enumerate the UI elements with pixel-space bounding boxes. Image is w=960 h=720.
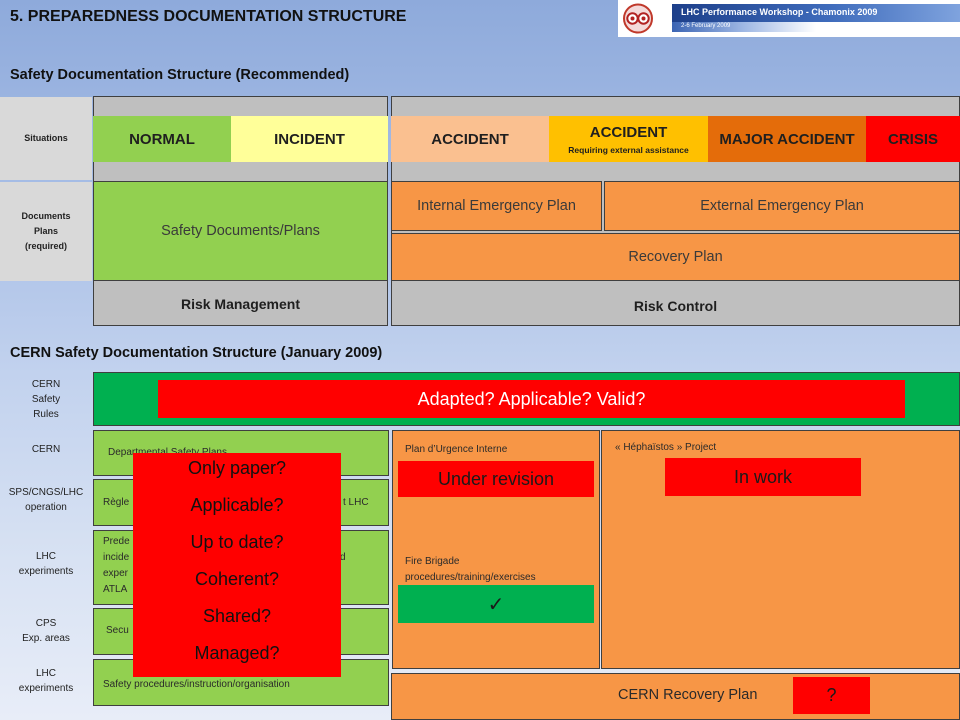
cps-safety-text: Secu: [106, 625, 129, 636]
situation-major-accident: MAJOR ACCIDENT: [708, 116, 866, 162]
row-label-line: experiments: [18, 683, 74, 694]
experiment-safety-procedures-label: Safety procedures/instruction/organisati…: [103, 679, 290, 690]
situation-label: CRISIS: [887, 130, 938, 148]
cern-recovery-plan-box: CERN Recovery Plan: [391, 673, 960, 720]
banner-date: 2-6 February 2009: [681, 23, 731, 29]
situation-label: MAJOR ACCIDENT: [719, 130, 855, 148]
internal-plan-label: Plan d’Urgence Interne: [405, 444, 508, 455]
situation-label: INCIDENT: [274, 130, 345, 148]
experiment-procedures-text-right: d: [340, 552, 346, 563]
lhc-logo: [623, 3, 653, 34]
row-label-situations: Situations: [0, 97, 92, 180]
situation-accident-external: ACCIDENT Requiring external assistance: [549, 116, 708, 162]
row-label-operation: SPS/CNGS/LHC operation: [0, 485, 92, 515]
risk-management-label: Risk Management: [180, 296, 301, 312]
questions-box: Only paper? Applicable? Up to date? Cohe…: [133, 453, 341, 677]
hephaistos-status: In work: [733, 466, 793, 487]
recovery-status: ?: [826, 685, 837, 705]
hephaistos-label: « Héphaïstos » Project: [615, 442, 717, 453]
operation-rules-text-right: t LHC: [343, 497, 369, 508]
row-label-documents: Documents Plans (required): [0, 182, 92, 281]
safety-rules-comment: Adapted? Applicable? Valid?: [417, 388, 646, 409]
situation-label: ACCIDENT: [431, 130, 509, 148]
row-label-lhc-experiments: LHC experiments: [0, 549, 92, 579]
fire-brigade-status-box: [398, 585, 594, 623]
situation-label: ACCIDENT: [589, 123, 668, 141]
external-emergency-plan-label: External Emergency Plan: [700, 198, 864, 214]
row-label-line: operation: [25, 502, 67, 513]
recommended-heading: Safety Documentation Structure (Recommen…: [10, 67, 350, 83]
internal-emergency-plan-box: Internal Emergency Plan: [391, 181, 602, 231]
safety-rules-comment-box: Adapted? Applicable? Valid?: [158, 380, 905, 418]
row-label-documents-line: Plans: [33, 226, 58, 236]
situation-accident: ACCIDENT: [391, 116, 549, 162]
row-label-line: Safety: [31, 394, 61, 405]
question-item: Up to date?: [190, 532, 284, 552]
risk-management-footer: Risk Management: [93, 293, 388, 315]
situation-sublabel: Requiring external assistance: [568, 144, 689, 155]
row-label-situations-text: Situations: [24, 133, 68, 143]
question-item: Applicable?: [190, 495, 284, 515]
experiment-procedures-text: ATLA: [103, 584, 128, 595]
banner-date-strip: 2-6 February 2009: [672, 22, 960, 32]
banner-title: LHC Performance Workshop - Chamonix 2009: [681, 7, 878, 17]
row-label-line: experiments: [18, 566, 74, 577]
safety-documents-plans-box: Safety Documents/Plans: [93, 181, 388, 281]
risk-control-label: Risk Control: [633, 298, 718, 314]
situation-crisis: CRISIS: [866, 116, 960, 162]
operation-rules-text-left: Règle: [103, 497, 130, 508]
check-icon: [488, 592, 505, 616]
fire-brigade-label: procedures/training/exercises: [405, 572, 536, 583]
departmental-safety-plans-label: Departmental Safety Plans: [108, 445, 227, 461]
experiment-procedures-text: Prede: [103, 536, 130, 547]
row-label-line: Rules: [33, 409, 59, 420]
row-label-line: LHC: [35, 551, 56, 562]
row-label-cern: CERN: [0, 442, 92, 457]
recovery-status-box: ?: [793, 677, 870, 714]
cern-recovery-plan-label: CERN Recovery Plan: [618, 687, 758, 703]
row-label-line: LHC: [35, 668, 56, 679]
recovery-plan-label: Recovery Plan: [628, 249, 723, 265]
row-label-lhc-experiments-2: LHC experiments: [0, 666, 92, 696]
row-label-line: Exp. areas: [22, 633, 70, 644]
row-label-line: CERN: [31, 444, 61, 455]
internal-plan-status-box: Under revision: [398, 461, 594, 497]
situation-normal: NORMAL: [93, 116, 231, 162]
situation-label: NORMAL: [129, 130, 195, 148]
row-label-line: CPS: [35, 618, 57, 629]
fire-brigade-label: Fire Brigade: [405, 556, 460, 567]
question-item: Only paper?: [187, 458, 287, 478]
experiment-procedures-text: exper: [103, 568, 129, 579]
internal-emergency-plan-label: Internal Emergency Plan: [417, 198, 576, 214]
row-label-line: SPS/CNGS/LHC: [8, 487, 84, 498]
workshop-banner: LHC Performance Workshop - Chamonix 2009…: [618, 0, 960, 37]
experiment-procedures-text: incide: [103, 552, 130, 563]
question-item: Coherent?: [194, 569, 280, 589]
question-item: Shared?: [202, 606, 272, 626]
internal-plan-status: Under revision: [437, 468, 555, 489]
hephaistos-status-box: In work: [665, 458, 861, 496]
banner-title-strip: LHC Performance Workshop - Chamonix 2009: [672, 4, 960, 22]
situation-incident: INCIDENT: [231, 116, 388, 162]
row-label-cps: CPS Exp. areas: [0, 616, 92, 646]
row-label-documents-line: (required): [24, 241, 67, 251]
row-label-documents-line: Documents: [21, 211, 71, 221]
row-label-line: CERN: [31, 379, 61, 390]
recovery-plan-box: Recovery Plan: [391, 233, 960, 281]
question-item: Managed?: [194, 643, 280, 663]
slide-title: 5. PREPAREDNESS DOCUMENTATION STRUCTURE: [10, 8, 407, 25]
safety-documents-plans-label: Safety Documents/Plans: [161, 223, 320, 239]
external-emergency-plan-box: External Emergency Plan: [604, 181, 960, 231]
risk-control-footer: Risk Control: [391, 295, 960, 317]
row-label-cern-safety-rules: CERN Safety Rules: [0, 377, 92, 422]
cern-heading: CERN Safety Documentation Structure (Jan…: [10, 345, 383, 361]
